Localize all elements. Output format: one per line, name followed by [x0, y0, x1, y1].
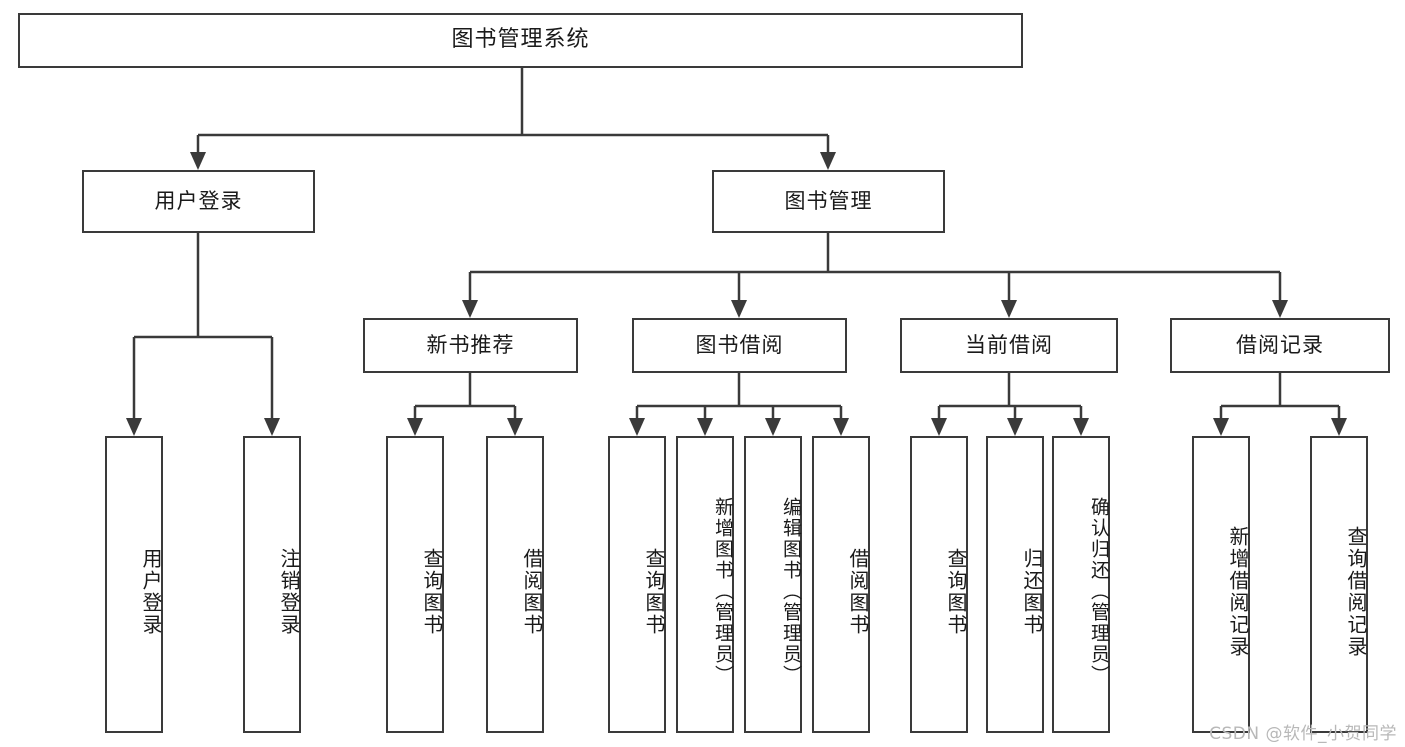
- group-current-borrow-arrow-0-head: [931, 418, 947, 436]
- level3-arrow-0-head: [462, 300, 478, 318]
- group-borrow-record-arrow-0-head: [1213, 418, 1229, 436]
- level3-arrow-1-head: [731, 300, 747, 318]
- node-leaf-label: 注销登录: [277, 547, 301, 636]
- group-new-book-recommend-arrow-0-head: [407, 418, 423, 436]
- group-current-borrow-arrow-2-head: [1073, 418, 1089, 436]
- group-user-login-arrow-1-head: [264, 418, 280, 436]
- node-leaf-leaf-add-book-admin[interactable]: 新增图书（管理员）: [676, 436, 734, 733]
- node-leaf-leaf-logout-login[interactable]: 注销登录: [243, 436, 301, 733]
- node-leaf-label: 查询图书: [642, 547, 666, 636]
- node-level3-label: 借阅记录: [1236, 332, 1324, 357]
- watermark-label: CSDN @软件_小贺同学: [1209, 724, 1397, 744]
- node-leaf-leaf-user-login[interactable]: 用户登录: [105, 436, 163, 733]
- node-level3-label: 图书借阅: [695, 332, 784, 357]
- node-leaf-leaf-query-book-borrow[interactable]: 查询图书: [608, 436, 666, 733]
- node-leaf-label: 借阅图书: [520, 547, 544, 636]
- node-level3-borrow-record[interactable]: 借阅记录: [1170, 318, 1390, 373]
- node-root-system[interactable]: 图书管理系统: [18, 13, 1023, 68]
- level2-arrow-0-head: [190, 152, 206, 170]
- node-level2-label: 图书管理: [784, 188, 873, 213]
- level3-arrow-2-head: [1001, 300, 1017, 318]
- group-user-login-arrow-0-head: [126, 418, 142, 436]
- node-leaf-label: 查询图书: [944, 547, 968, 636]
- node-level2-label: 用户登录: [154, 188, 243, 213]
- group-book-borrow-arrow-2-head: [765, 418, 781, 436]
- node-leaf-label: 查询图书: [420, 547, 444, 636]
- node-level3-new-book-recommend[interactable]: 新书推荐: [363, 318, 578, 373]
- node-leaf-leaf-return-book[interactable]: 归还图书: [986, 436, 1044, 733]
- node-leaf-label: 新增借阅记录: [1226, 525, 1250, 658]
- group-new-book-recommend-arrow-1-head: [507, 418, 523, 436]
- node-root-label: 图书管理系统: [451, 27, 590, 53]
- node-leaf-label: 用户登录: [139, 547, 163, 636]
- node-leaf-label: 编辑图书（管理员）: [780, 497, 802, 686]
- group-book-borrow-arrow-1-head: [697, 418, 713, 436]
- node-level3-label: 当前借阅: [965, 332, 1053, 357]
- group-book-borrow-arrow-3-head: [833, 418, 849, 436]
- node-level2-book-manage[interactable]: 图书管理: [712, 170, 945, 233]
- node-level3-label: 新书推荐: [426, 332, 515, 357]
- group-current-borrow-arrow-1-head: [1007, 418, 1023, 436]
- node-leaf-leaf-borrow-book-rec[interactable]: 借阅图书: [486, 436, 544, 733]
- node-leaf-label: 新增图书（管理员）: [712, 497, 734, 686]
- node-leaf-leaf-borrow-book[interactable]: 借阅图书: [812, 436, 870, 733]
- node-leaf-leaf-add-borrow-record[interactable]: 新增借阅记录: [1192, 436, 1250, 733]
- node-leaf-leaf-query-borrow-record[interactable]: 查询借阅记录: [1310, 436, 1368, 733]
- node-level3-book-borrow[interactable]: 图书借阅: [632, 318, 847, 373]
- node-level3-current-borrow[interactable]: 当前借阅: [900, 318, 1118, 373]
- node-leaf-label: 确认归还（管理员）: [1088, 497, 1110, 686]
- node-leaf-label: 归还图书: [1020, 547, 1044, 636]
- node-leaf-label: 查询借阅记录: [1344, 525, 1368, 658]
- node-leaf-leaf-edit-book-admin[interactable]: 编辑图书（管理员）: [744, 436, 802, 733]
- node-leaf-label: 借阅图书: [846, 547, 870, 636]
- node-level2-user-login[interactable]: 用户登录: [82, 170, 315, 233]
- level3-arrow-3-head: [1272, 300, 1288, 318]
- group-borrow-record-arrow-1-head: [1331, 418, 1347, 436]
- node-leaf-leaf-query-book-rec[interactable]: 查询图书: [386, 436, 444, 733]
- level2-arrow-1-head: [820, 152, 836, 170]
- node-leaf-leaf-confirm-return-admin[interactable]: 确认归还（管理员）: [1052, 436, 1110, 733]
- group-book-borrow-arrow-0-head: [629, 418, 645, 436]
- node-leaf-leaf-query-book-current[interactable]: 查询图书: [910, 436, 968, 733]
